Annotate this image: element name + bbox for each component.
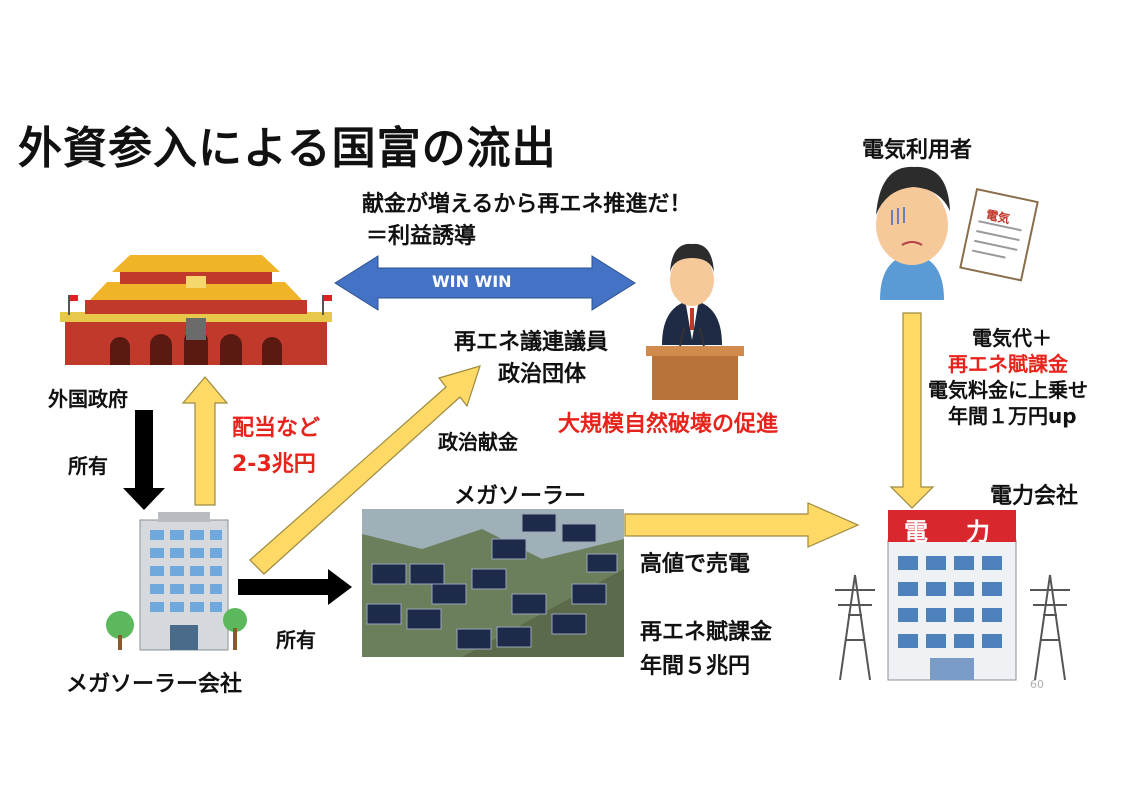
nature-destruction-warning: 大規模自然破壊の促進 [558,412,779,437]
win-win-arrow [334,255,636,311]
power-company-label: 電力会社 [990,484,1079,509]
donation-arrow [249,365,481,575]
megasolar-company-label: メガソーラー会社 [66,672,243,697]
sell-high-label: 高値で売電 [640,552,751,577]
ownership-down-arrow [123,410,165,510]
power-sign-char-1: 電 [904,518,928,546]
ownership-right-arrow [238,569,352,605]
dividends-line2: 2-3兆円 [232,452,316,477]
donation-caption-line1: 献金が増えるから再エネ推進だ！ [362,192,692,217]
sell-power-arrow [624,502,860,548]
consumer-charge-line1: 電気代＋ [972,326,1052,350]
dividends-line1: 配当など [232,416,321,441]
page-title: 外資参入による国富の流出 [18,123,557,174]
politician-icon [646,243,744,400]
donation-caption-line2: ＝利益誘導 [366,224,477,249]
win-win-label: WIN WIN [432,272,512,291]
consumer-charge-line3: 電気料金に上乗せ [928,378,1088,402]
office-building-icon [106,512,247,651]
foreign-government-label: 外国政府 [48,387,128,411]
dividends-arrow [181,376,229,506]
power-company-building-icon [835,510,1070,681]
gate-building-icon [60,255,332,365]
consumer-charge-line2: 再エネ賦課金 [948,352,1068,376]
political-donation-label: 政治献金 [438,430,518,454]
consumer-charge-line4: 年間１万円up [948,404,1077,428]
consumer-person-icon [876,166,1039,300]
megasolar-photo [362,509,624,657]
politicians-line1: 再エネ議連議員 [454,330,609,355]
solar-panels-image [362,509,624,657]
power-sign-char-2: 力 [966,518,990,546]
consumer-label: 電気利用者 [862,138,973,163]
page-number: 60 [1030,678,1044,691]
politicians-line2: 政治団体 [498,362,587,387]
consumer-charge-arrow [889,312,935,509]
ownership-down-label: 所有 [68,454,108,478]
levy-line2: 年間５兆円 [640,654,751,679]
ownership-right-label: 所有 [276,628,316,652]
levy-line1: 再エネ賦課金 [640,620,773,645]
megasolar-label: メガソーラー [454,484,587,509]
